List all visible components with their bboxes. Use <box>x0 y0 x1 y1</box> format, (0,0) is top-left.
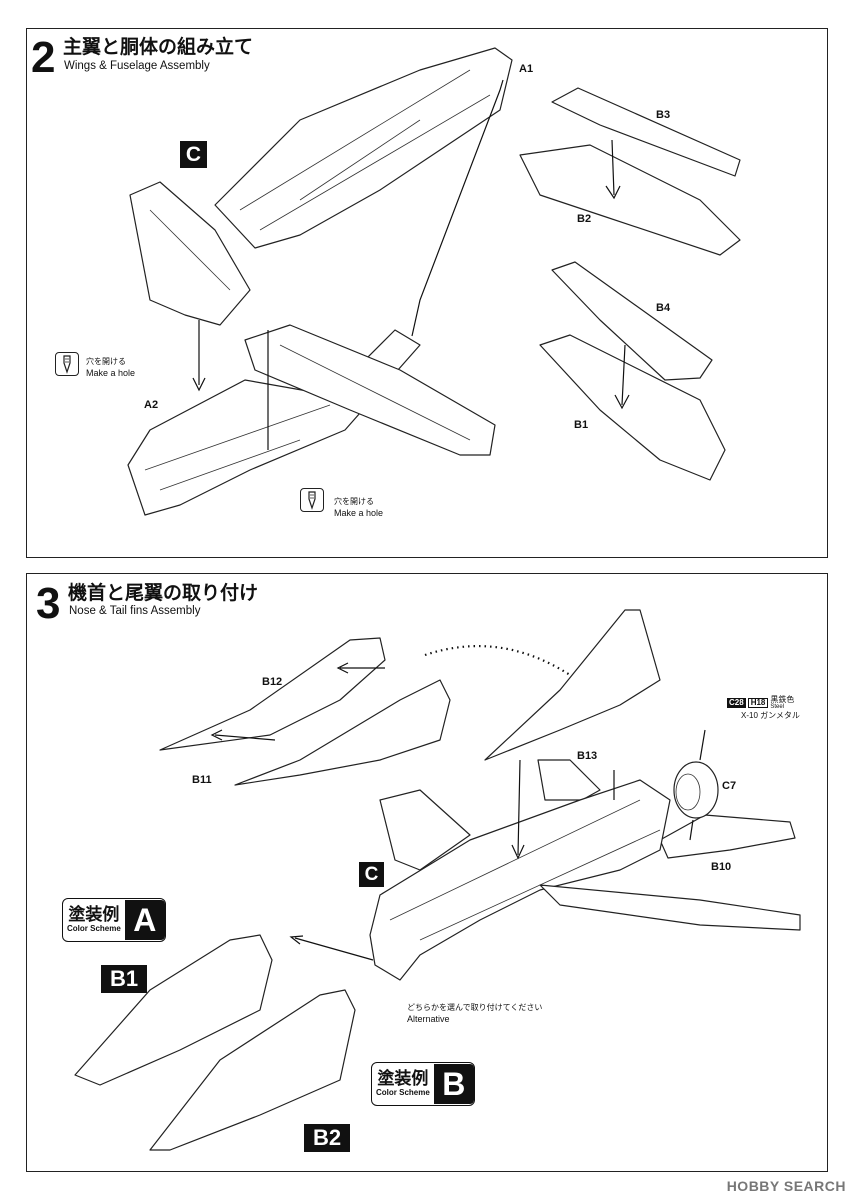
step-2-title-ja: 主翼と胴体の組み立て <box>63 36 254 58</box>
arrow-b4-to-b1 <box>614 344 630 410</box>
label-c7: C7 <box>722 780 737 792</box>
step-3-title-en: Nose & Tail fins Assembly <box>69 605 201 617</box>
tail-fin-b11 <box>234 679 451 786</box>
hole-note-2-ja: 穴を開ける <box>334 497 374 506</box>
arrow-left-pin <box>192 320 206 392</box>
color-scheme-a-badge: 塗装例 Color Scheme A <box>62 898 166 942</box>
fuselage-upper-a1 <box>214 47 513 249</box>
scheme-a-en: Color Scheme <box>67 923 121 933</box>
right-wing-lower <box>244 324 496 456</box>
left-wing-assembly <box>129 181 251 326</box>
arrow-b12-left <box>336 662 385 674</box>
part-c7-exhaust <box>673 761 719 819</box>
arrow-a1-to-fuselage <box>411 79 504 337</box>
hole-note-1-en: Make a hole <box>86 368 136 378</box>
label-a1: A1 <box>519 63 534 75</box>
scheme-b-letter: B <box>433 1064 474 1104</box>
fuselage-lower-a2 <box>127 329 421 516</box>
nose-b2 <box>149 989 356 1151</box>
step-3-title-ja: 機首と尾翼の取り付け <box>68 582 259 604</box>
arrow-c7 <box>689 819 694 841</box>
arrow-b3-to-b2 <box>605 139 621 200</box>
part-b1-wing-bottom <box>539 334 726 481</box>
nose-b2-label: B2 <box>304 1124 350 1152</box>
step-2-title-en: Wings & Fuselage Assembly <box>64 60 210 72</box>
arrow-fin-to-fuselage <box>511 759 525 860</box>
label-b3: B3 <box>656 109 671 121</box>
hole-note-2-en: Make a hole <box>334 508 384 518</box>
scheme-b-en: Color Scheme <box>376 1087 430 1097</box>
label-b10: B10 <box>711 861 732 873</box>
alternative-note-ja: どちらかを選んで取り付けてください <box>407 1003 543 1012</box>
drill-icon <box>300 488 324 512</box>
label-b1: B1 <box>574 419 589 431</box>
step-2-number: 2 <box>31 33 56 82</box>
step-3-box-c: C <box>359 862 384 887</box>
watermark: HOBBY SEARCH <box>726 1178 846 1194</box>
part-b3-wing-top <box>551 87 741 177</box>
step-3-number: 3 <box>36 579 61 628</box>
label-a2: A2 <box>144 399 159 411</box>
color-scheme-b-badge: 塗装例 Color Scheme B <box>371 1062 475 1106</box>
step-3-panel <box>26 573 828 1172</box>
nose-b1-label: B1 <box>101 965 147 993</box>
tail-fin-b12 <box>159 637 386 751</box>
step-2-panel <box>26 28 828 558</box>
label-b13: B13 <box>577 750 598 762</box>
scheme-a-letter: A <box>124 900 165 940</box>
label-b12: B12 <box>262 676 283 688</box>
scheme-a-ja: 塗装例 <box>68 904 120 925</box>
part-b13 <box>537 759 601 801</box>
paint-name-ja: 黒鉄色 <box>770 695 795 704</box>
alternative-note-en: Alternative <box>407 1014 450 1024</box>
arrow-paint-to-c7 <box>699 729 706 761</box>
label-b11: B11 <box>192 774 212 786</box>
part-b4-wing-top <box>551 261 713 381</box>
part-b2-wing-bottom <box>519 144 741 256</box>
arrow-b11-left <box>210 729 276 741</box>
drill-icon <box>55 352 79 376</box>
scheme-b-ja: 塗装例 <box>377 1068 429 1089</box>
main-fuselage-step3 <box>369 779 801 981</box>
swap-arc <box>424 645 571 676</box>
paint-chip: C28 H18 黒鉄色 Steel <box>727 696 794 710</box>
paint-code-h18: H18 <box>747 698 769 708</box>
arrow-nose-attach <box>289 935 374 961</box>
step-2-box-c: C <box>180 141 207 168</box>
hole-note-1-ja: 穴を開ける <box>86 357 126 366</box>
paint-alt: X-10 ガンメタル <box>741 711 800 720</box>
label-b4: B4 <box>656 302 671 314</box>
paint-name-en: Steel <box>770 704 785 710</box>
nose-b1 <box>74 934 273 1086</box>
tail-fin-right <box>484 609 661 761</box>
label-b2: B2 <box>577 213 592 225</box>
paint-code-c28: C28 <box>727 698 746 708</box>
